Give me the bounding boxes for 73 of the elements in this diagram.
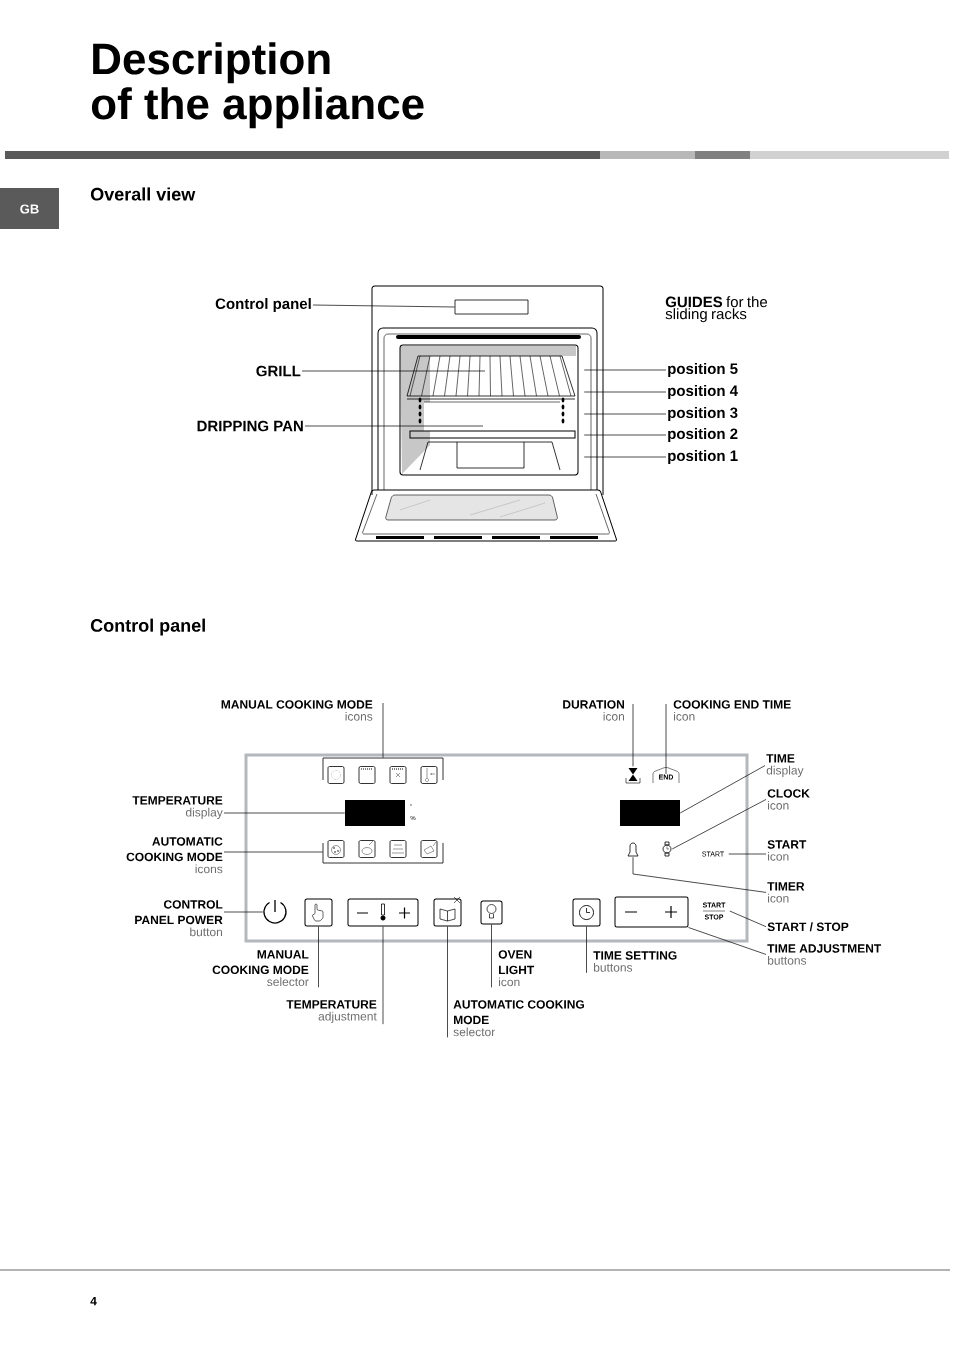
hand-button bbox=[304, 898, 333, 927]
leader-line bbox=[491, 924, 492, 988]
language-tab: GB bbox=[0, 188, 59, 229]
oven-drawing bbox=[355, 285, 617, 542]
leader-line bbox=[583, 434, 667, 436]
page-number: 4 bbox=[90, 1296, 97, 1306]
section-heading: Overall view bbox=[90, 187, 196, 201]
temperature-display bbox=[345, 800, 405, 826]
leader-line bbox=[223, 911, 264, 913]
callout-label: position 1 bbox=[668, 450, 738, 464]
leader-line bbox=[665, 703, 667, 775]
callout-label: TIMER icon bbox=[767, 882, 805, 903]
callout-label: TIME display bbox=[766, 754, 804, 777]
plus-minus-button bbox=[614, 896, 689, 928]
leader-line bbox=[382, 702, 384, 759]
leader-line bbox=[729, 910, 767, 928]
leader-line bbox=[318, 926, 319, 988]
leader-line bbox=[586, 926, 587, 974]
leader-line bbox=[583, 456, 667, 458]
plus-minus-button bbox=[347, 898, 419, 927]
callout-label: GRILL bbox=[256, 365, 301, 377]
page-title: Description of the appliance bbox=[91, 42, 424, 129]
leader-line bbox=[447, 926, 448, 1038]
callout-label: position 5 bbox=[668, 363, 738, 377]
leader-line bbox=[583, 391, 667, 393]
callout-label: position 2 bbox=[668, 428, 738, 442]
callout-label: CONTROL PANEL POWER button bbox=[135, 900, 223, 937]
callout-label: TIME SETTING buttons bbox=[593, 951, 677, 972]
leader-line bbox=[304, 425, 484, 427]
callout-label: DRIPPING PAN bbox=[197, 420, 303, 432]
callout-label: position 3 bbox=[668, 407, 738, 421]
callout-label: position 4 bbox=[668, 385, 738, 399]
control-panel-strip bbox=[454, 299, 529, 315]
callout-label: MANUAL COOKING MODE icons bbox=[221, 700, 373, 721]
clock-button bbox=[572, 898, 601, 927]
callout-label: CLOCK icon bbox=[767, 789, 810, 810]
callout-label: AUTOMATIC COOKING MODE selector bbox=[453, 1000, 584, 1037]
leader-line bbox=[301, 370, 486, 372]
leader-line bbox=[583, 369, 667, 371]
leader-line bbox=[671, 799, 767, 850]
callout-label: START icon bbox=[767, 840, 807, 861]
time-display bbox=[620, 800, 680, 826]
bell-icon bbox=[627, 842, 639, 857]
section-heading: Control panel bbox=[90, 618, 205, 636]
callout-label: START / STOP bbox=[767, 922, 849, 932]
callout-label: MANUAL COOKING MODE selector bbox=[212, 950, 309, 987]
leader-line bbox=[632, 856, 767, 893]
leader-line bbox=[632, 703, 634, 767]
callout-label: TEMPERATURE adjustment bbox=[286, 1000, 377, 1023]
hourglass-icon bbox=[625, 768, 641, 784]
callout-label: AUTOMATIC COOKING MODE icons bbox=[126, 837, 223, 874]
power-button bbox=[263, 899, 287, 924]
leader-line bbox=[382, 926, 384, 1025]
leader-line bbox=[583, 413, 667, 415]
leader-line bbox=[223, 851, 324, 853]
leader-line bbox=[688, 927, 767, 955]
leader-line bbox=[679, 765, 766, 814]
callout-label: OVEN LIGHT icon bbox=[498, 950, 535, 987]
callout-label: TIME ADJUSTMENT buttons bbox=[767, 944, 882, 965]
bulb-button bbox=[480, 900, 503, 925]
leader-line bbox=[312, 304, 455, 308]
icon-group bbox=[322, 757, 444, 784]
callout-label: DURATION icon bbox=[563, 700, 624, 721]
callout-label: COOKING END TIME icon bbox=[673, 700, 791, 721]
callout-label: GUIDES for the sliding racks bbox=[665, 296, 768, 323]
callout-label: Control panel bbox=[215, 298, 311, 312]
icon-group bbox=[322, 840, 444, 864]
leader-line bbox=[728, 853, 767, 855]
callout-label: TEMPERATURE display bbox=[132, 796, 223, 819]
book-button bbox=[433, 896, 462, 927]
leader-line bbox=[223, 812, 346, 814]
control-panel-frame bbox=[244, 753, 749, 943]
watch-icon bbox=[662, 841, 672, 857]
